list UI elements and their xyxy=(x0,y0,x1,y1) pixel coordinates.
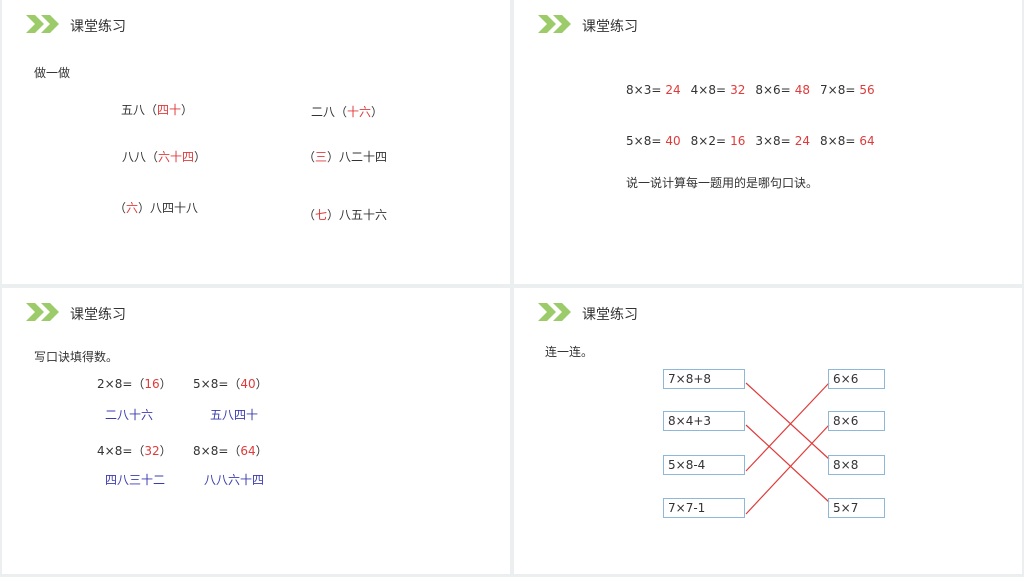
section-title: 课堂练习 xyxy=(70,19,126,35)
chevron-icon xyxy=(538,15,571,33)
p1-heading: 做一做 xyxy=(34,66,71,80)
rhyme: 四八三十二 xyxy=(105,473,166,487)
answer: 16 xyxy=(144,377,160,391)
rhyme: 八八六十四 xyxy=(204,473,265,487)
answer: 六 xyxy=(126,201,139,215)
answer: 40 xyxy=(240,377,256,391)
equation: 3×8= xyxy=(755,134,791,148)
match-line xyxy=(745,382,830,472)
right-expression-box[interactable]: 5×7 xyxy=(828,498,885,518)
answer: 56 xyxy=(859,83,875,97)
p1-item: 八八（六十四） xyxy=(122,150,207,164)
match-line xyxy=(745,424,830,503)
section-title: 课堂练习 xyxy=(70,307,126,323)
answer: 16 xyxy=(730,134,746,148)
equation: 5×8= xyxy=(626,134,662,148)
equation-group: 4×8=32 xyxy=(691,83,746,97)
left-expression-box[interactable]: 5×8-4 xyxy=(663,455,745,475)
equation-group: 8×8=64 xyxy=(820,134,875,148)
answer: 十六 xyxy=(347,105,372,119)
right-expression-box[interactable]: 6×6 xyxy=(828,369,885,389)
equation-group: 8×3=24 xyxy=(626,83,681,97)
p3-equation: 4×8=（32） xyxy=(97,444,172,458)
chevron-icon xyxy=(26,15,59,33)
answer: 64 xyxy=(240,444,256,458)
left-expression-box[interactable]: 7×8+8 xyxy=(663,369,745,389)
answer: 64 xyxy=(859,134,875,148)
equation: 8×2= xyxy=(690,134,727,148)
answer: 32 xyxy=(144,444,160,458)
answer: 七 xyxy=(315,208,328,222)
panel-rhyme xyxy=(2,288,510,574)
chevron-icon xyxy=(538,303,571,321)
answer: 48 xyxy=(794,83,811,97)
p1-item: （七）八五十六 xyxy=(303,208,388,222)
equation-group: 7×8=56 xyxy=(820,83,875,97)
p3-equation: 2×8=（16） xyxy=(97,377,172,391)
right-expression-box[interactable]: 8×8 xyxy=(828,455,885,475)
equation-group: 8×2=16 xyxy=(691,134,746,148)
equation: 4×8= xyxy=(690,83,727,97)
panel-calc xyxy=(514,0,1022,284)
equation-group: 5×8=40 xyxy=(626,134,681,148)
p1-item: （三）八二十四 xyxy=(303,150,388,164)
equation: 7×8= xyxy=(820,83,856,97)
left-expression-box[interactable]: 8×4+3 xyxy=(663,411,745,431)
equation-group: 8×6=48 xyxy=(755,83,810,97)
p2-note: 说一说计算每一题用的是哪句口诀。 xyxy=(626,176,819,190)
answer: 三 xyxy=(315,150,328,164)
right-expression-box[interactable]: 8×6 xyxy=(828,411,885,431)
section-title: 课堂练习 xyxy=(582,307,638,323)
answer: 六十四 xyxy=(158,150,195,164)
left-expression-box[interactable]: 7×7-1 xyxy=(663,498,745,518)
p1-item: 二八（十六） xyxy=(311,105,384,119)
answer: 40 xyxy=(665,134,681,148)
match-line xyxy=(745,424,830,515)
answer: 四十 xyxy=(157,103,182,117)
rhyme: 五八四十 xyxy=(210,408,259,422)
match-line xyxy=(745,382,830,460)
answer: 24 xyxy=(794,134,811,148)
p3-equation: 5×8=（40） xyxy=(193,377,268,391)
p4-heading: 连一连。 xyxy=(545,345,594,359)
equation-row: 5×8=40 8×2=16 3×8=24 8×8=64 xyxy=(626,134,875,148)
section-title: 课堂练习 xyxy=(582,19,638,35)
equation-group: 3×8=24 xyxy=(755,134,810,148)
panel-connect xyxy=(514,288,1022,574)
p3-equation: 8×8=（64） xyxy=(193,444,268,458)
rhyme: 二八十六 xyxy=(105,408,154,422)
equation: 8×8= xyxy=(820,134,856,148)
panel-make xyxy=(2,0,510,284)
answer: 24 xyxy=(665,83,681,97)
answer: 32 xyxy=(730,83,746,97)
equation: 8×3= xyxy=(626,83,662,97)
equation-row: 8×3=24 4×8=32 8×6=48 7×8=56 xyxy=(626,83,875,97)
chevron-icon xyxy=(26,303,59,321)
p1-item: 五八（四十） xyxy=(121,103,194,117)
equation: 8×6= xyxy=(755,83,791,97)
p1-item: （六）八四十八 xyxy=(114,201,199,215)
p3-heading: 写口诀填得数。 xyxy=(34,350,119,364)
